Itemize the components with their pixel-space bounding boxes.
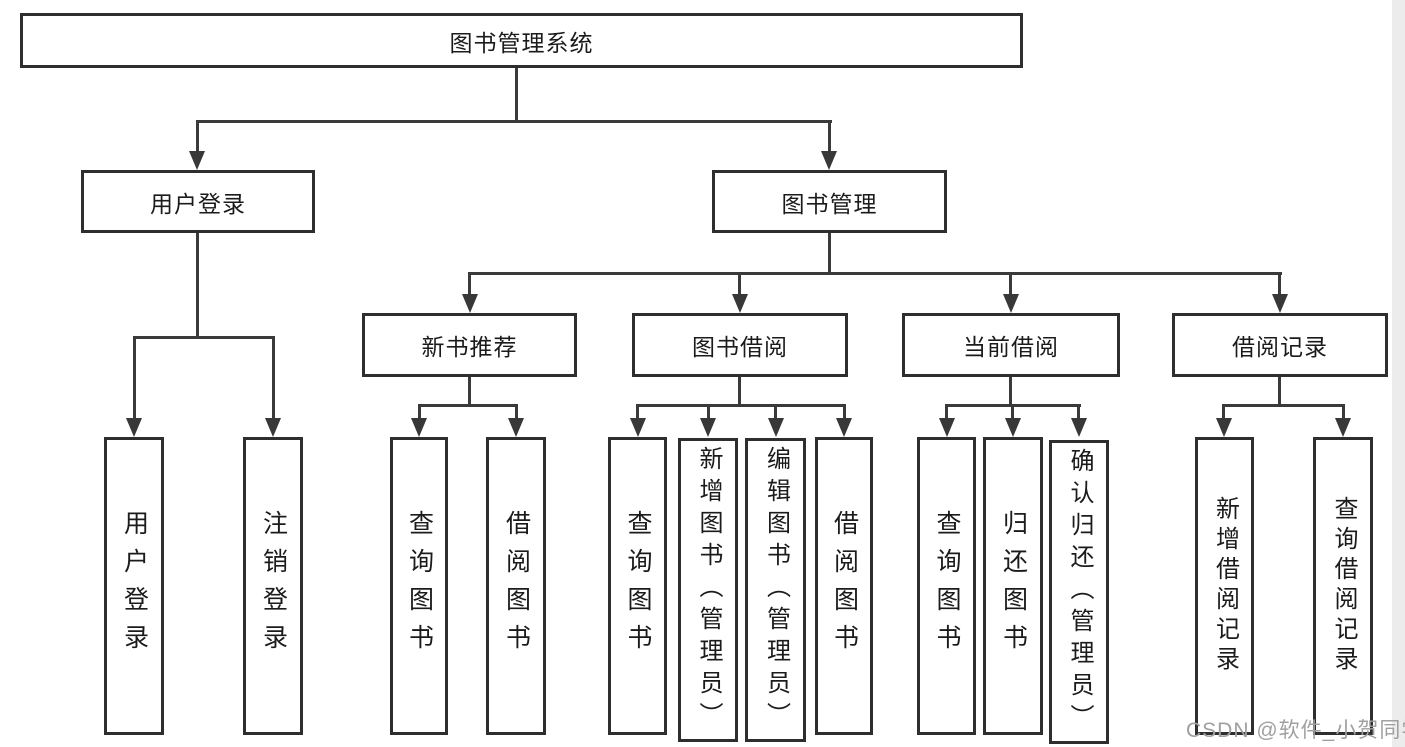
- connector-stem-user-login: [196, 120, 199, 153]
- leaf-confirm-return-admin: 确认归还（管理员）: [1049, 440, 1109, 744]
- leaf-query-books-borrow: 查询图书: [608, 437, 667, 735]
- arrowhead-borrow-recommend-icon: [508, 418, 524, 437]
- connector-userlogin-trunk: [196, 233, 199, 338]
- leaf-add-borrow-record: 新增借阅记录: [1195, 437, 1254, 735]
- connector-stem-book-management: [828, 120, 831, 153]
- connector-stem-borrow-recommend: [515, 404, 518, 420]
- connector-userlogin-crossbar: [133, 336, 275, 339]
- leaf-query-books-current: 查询图书: [917, 437, 976, 735]
- leaf-add-borrow-record-label: 新增借阅记录: [1211, 496, 1239, 676]
- connector-stem-book-borrow: [738, 272, 741, 296]
- csdn-watermark: CSDN @软件_小贺同学: [1186, 719, 1405, 742]
- connector-bookmgmt-trunk: [828, 233, 831, 274]
- leaf-edit-book-admin: 编辑图书（管理员）: [745, 438, 806, 742]
- connector-bookmgmt-crossbar: [468, 272, 1282, 275]
- leaf-add-book-admin: 新增图书（管理员）: [678, 438, 738, 742]
- leaf-query-borrow-record-label: 查询借阅记录: [1330, 496, 1357, 676]
- leaf-borrow-books-recommend-label: 借阅图书: [502, 510, 531, 662]
- node-book-borrow-label: 图书借阅: [692, 334, 788, 360]
- arrowhead-query-borrowmod-icon: [630, 418, 646, 437]
- node-new-book-recommend-label: 新书推荐: [421, 334, 518, 360]
- leaf-query-books-current-label: 查询图书: [933, 510, 961, 662]
- leaf-query-books-recommend: 查询图书: [390, 437, 448, 735]
- leaf-query-borrow-record: 查询借阅记录: [1313, 437, 1373, 735]
- connector-recommend-trunk: [468, 377, 471, 406]
- connector-stem-query-borrowmod: [636, 404, 639, 420]
- connector-stem-leaf-logout: [272, 336, 275, 420]
- connector-stem-add-book: [707, 404, 710, 420]
- leaf-query-books-recommend-label: 查询图书: [405, 510, 434, 662]
- node-borrow-records-label: 借阅记录: [1232, 334, 1328, 360]
- connector-stem-borrow-books: [843, 404, 846, 420]
- connector-stem-new-book-recommend: [468, 272, 471, 296]
- leaf-return-books-label: 归还图书: [999, 510, 1028, 662]
- connector-stem-query-record: [1342, 404, 1345, 420]
- node-borrow-records: 借阅记录: [1172, 313, 1388, 377]
- arrowhead-add-book-icon: [700, 418, 716, 437]
- arrowhead-leaf-user-login-icon: [126, 418, 142, 437]
- leaf-borrow-books-recommend: 借阅图书: [486, 437, 546, 735]
- leaf-user-login-label: 用户登录: [120, 510, 149, 662]
- arrowhead-user-login-icon: [189, 151, 205, 170]
- connector-recommend-crossbar: [418, 404, 518, 407]
- leaf-borrow-books-label: 借阅图书: [830, 510, 859, 662]
- leaf-return-books: 归还图书: [983, 437, 1043, 735]
- arrowhead-query-record-icon: [1335, 418, 1351, 437]
- node-book-borrow: 图书借阅: [632, 313, 848, 377]
- node-user-login: 用户登录: [81, 170, 315, 233]
- connector-stem-borrow-records: [1278, 272, 1281, 296]
- arrowhead-borrow-books-icon: [836, 418, 852, 437]
- node-user-login-label: 用户登录: [150, 190, 246, 217]
- connector-stem-current-borrow: [1009, 272, 1012, 296]
- node-new-book-recommend: 新书推荐: [362, 313, 577, 377]
- connector-stem-query-recommend: [418, 404, 421, 420]
- leaf-logout-label: 注销登录: [259, 510, 288, 662]
- arrowhead-new-book-recommend-icon: [462, 294, 478, 313]
- arrowhead-return-books-icon: [1005, 418, 1021, 437]
- connector-root-crossbar: [196, 120, 832, 123]
- leaf-borrow-books: 借阅图书: [815, 437, 873, 735]
- arrowhead-leaf-logout-icon: [265, 418, 281, 437]
- arrowhead-edit-book-icon: [768, 418, 784, 437]
- connector-current-trunk: [1009, 377, 1012, 406]
- connector-stem-edit-book: [774, 404, 777, 420]
- connector-stem-add-record: [1222, 404, 1225, 420]
- node-root: 图书管理系统: [20, 13, 1023, 68]
- connector-stem-leaf-user-login: [133, 336, 136, 420]
- connector-root-trunk: [515, 68, 518, 122]
- leaf-logout: 注销登录: [243, 437, 303, 735]
- connector-stem-return-books: [1011, 404, 1014, 420]
- arrowhead-book-borrow-icon: [732, 294, 748, 313]
- connector-borrowmod-trunk: [738, 377, 741, 406]
- arrowhead-book-management-icon: [821, 151, 837, 170]
- leaf-add-book-admin-label: 新增图书（管理员）: [695, 446, 722, 734]
- connector-records-crossbar: [1223, 404, 1345, 407]
- node-book-management-label: 图书管理: [781, 190, 878, 217]
- leaf-confirm-return-admin-label: 确认归还（管理员）: [1066, 448, 1093, 736]
- node-current-borrow-label: 当前借阅: [963, 334, 1059, 360]
- arrowhead-borrow-records-icon: [1272, 294, 1288, 313]
- node-root-label: 图书管理系统: [449, 29, 594, 56]
- arrowhead-query-current-icon: [939, 418, 955, 437]
- connector-stem-query-current: [945, 404, 948, 420]
- leaf-edit-book-admin-label: 编辑图书（管理员）: [762, 446, 790, 734]
- leaf-user-login: 用户登录: [104, 437, 164, 735]
- node-current-borrow: 当前借阅: [902, 313, 1120, 377]
- connector-records-trunk: [1278, 377, 1281, 406]
- node-book-management: 图书管理: [712, 170, 947, 233]
- arrowhead-add-record-icon: [1216, 418, 1232, 437]
- arrowhead-query-recommend-icon: [411, 418, 427, 437]
- right-edge-band: [1392, 0, 1405, 747]
- leaf-query-books-borrow-label: 查询图书: [624, 510, 652, 662]
- connector-stem-confirm-return: [1077, 404, 1080, 420]
- arrowhead-current-borrow-icon: [1003, 294, 1019, 313]
- connector-borrowmod-crossbar: [637, 404, 846, 407]
- arrowhead-confirm-return-icon: [1071, 418, 1087, 437]
